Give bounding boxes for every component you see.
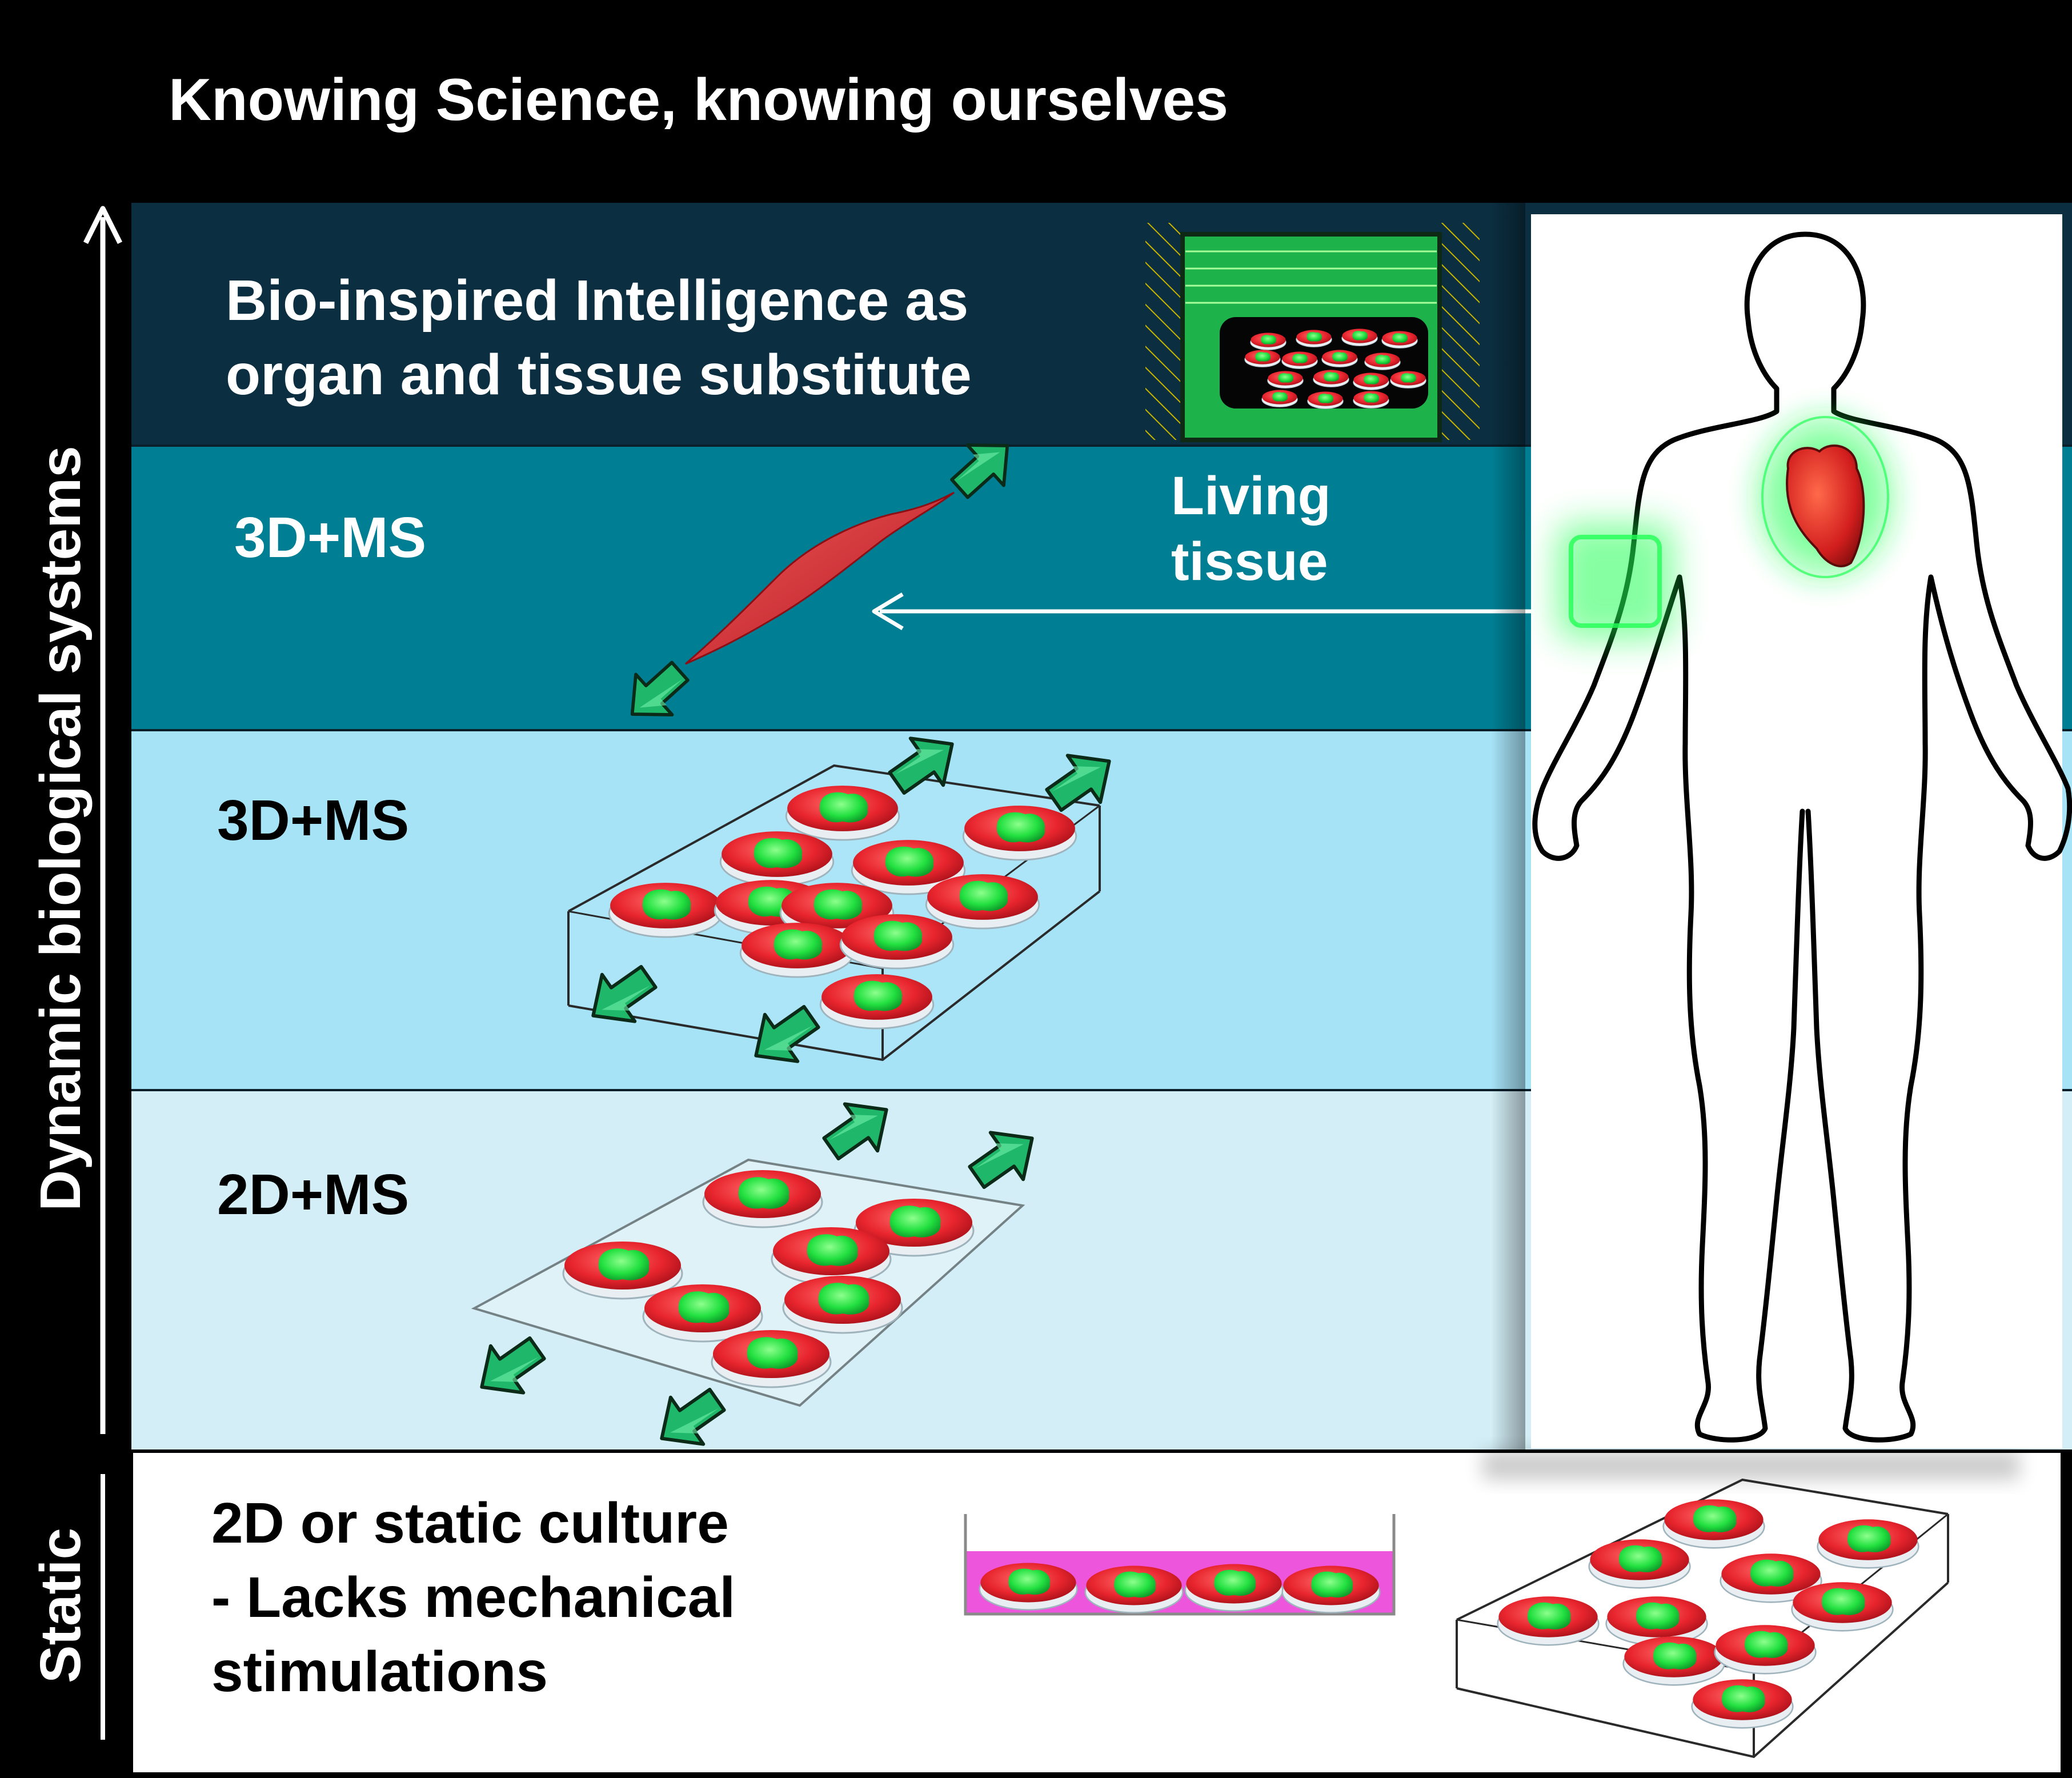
static-line-2: - Lacks mechanical [211, 1565, 735, 1629]
bio-inspired-line-2: organ and tissue substitute [226, 343, 972, 407]
heart-icon [1786, 444, 1865, 567]
dynamic-systems-label: Dynamic biological systems [29, 446, 93, 1211]
culture-dish-icon [964, 1514, 1396, 1616]
bioreactor-icon [1145, 223, 1480, 442]
static-line-3: stimulations [211, 1640, 548, 1704]
living-tissue-line-1: Living [1171, 466, 1331, 526]
static-line-1: 2D or static culture [211, 1491, 729, 1555]
substrate-2d-icon [466, 1086, 1049, 1461]
two-d-band-label: 2D+MS [217, 1163, 409, 1227]
bio-inspired-line-1: Bio-inspired Intelligence as [226, 269, 968, 333]
muscle-band-label: 3D+MS [234, 506, 426, 570]
living-tissue-line-2: tissue [1171, 531, 1328, 592]
scaffold-3d-icon [567, 720, 1125, 1079]
static-scaffold-icon [1456, 1478, 1949, 1759]
muscle-fiber-icon [614, 426, 1025, 735]
human-panel [1531, 214, 2062, 1448]
three-d-band-label: 3D+MS [217, 788, 409, 852]
body-silhouette-icon [1532, 231, 2072, 1443]
arm-glow-icon [1557, 523, 1674, 640]
heart-glow-icon [1740, 397, 1911, 597]
header-bar [0, 0, 2072, 203]
page-title: Knowing Science, knowing ourselves [169, 67, 1228, 133]
static-label: Static [29, 1528, 93, 1683]
